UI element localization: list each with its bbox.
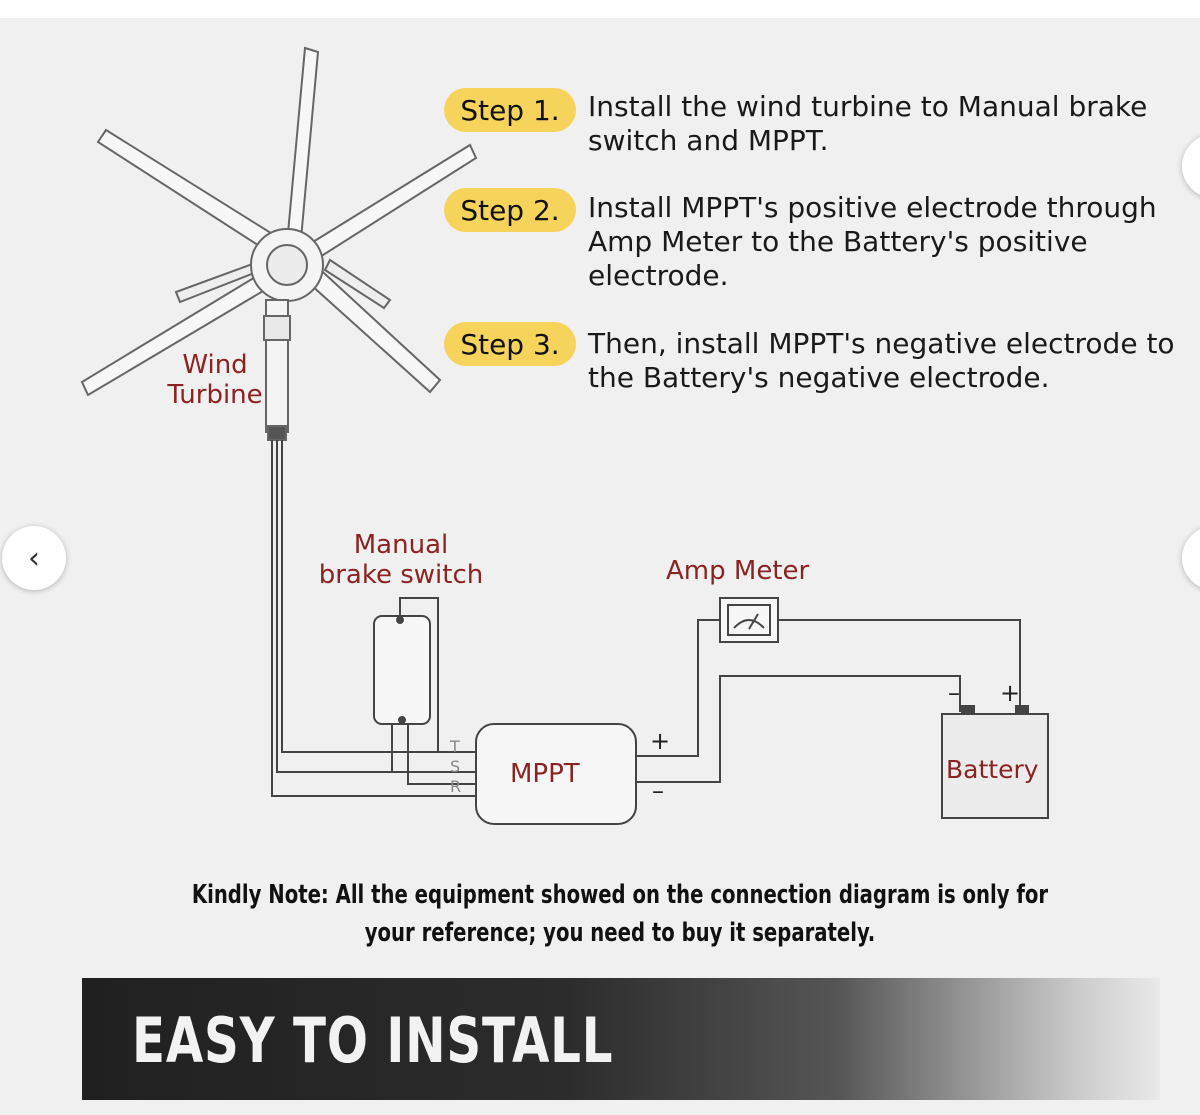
note-line-2: your reference; you need to buy it separ… bbox=[364, 918, 876, 948]
battery-icon bbox=[941, 705, 1049, 819]
battery-plus-label: + bbox=[1000, 679, 1021, 707]
terminal-r-label: R bbox=[450, 777, 462, 796]
chevron-left-icon: ‹ bbox=[28, 540, 40, 576]
terminal-t-label: T bbox=[450, 737, 460, 756]
mppt-label: MPPT bbox=[510, 759, 580, 789]
step-3-text: Then, install MPPT's negative electrode … bbox=[588, 327, 1175, 394]
mppt-minus-label: – bbox=[652, 777, 664, 805]
amp-meter-label: Amp Meter bbox=[666, 556, 810, 586]
battery-minus-label: – bbox=[948, 679, 960, 707]
wire-positive bbox=[636, 619, 1021, 783]
brake-switch-label: Manual brake switch bbox=[306, 530, 496, 590]
brake-switch-icon bbox=[373, 597, 476, 785]
amp-meter-icon bbox=[719, 597, 779, 643]
mppt-box bbox=[475, 723, 637, 825]
wind-turbine-label-line2: Turbine bbox=[167, 380, 263, 410]
wire-turbine bbox=[271, 440, 476, 797]
wind-turbine-label-line1: Wind bbox=[182, 350, 248, 380]
step-2-text: Install MPPT's positive electrode throug… bbox=[588, 191, 1157, 292]
prev-arrow-button[interactable]: ‹ bbox=[2, 526, 66, 590]
step-2-badge: Step 2. bbox=[444, 188, 576, 232]
next-arrow-button[interactable] bbox=[1182, 526, 1200, 590]
note-line-1: Kindly Note: All the equipment showed on… bbox=[191, 880, 1049, 910]
banner-title: EASY TO INSTALL bbox=[132, 1004, 614, 1077]
top-right-button[interactable] bbox=[1182, 134, 1200, 198]
wind-turbine-label: Wind Turbine bbox=[160, 350, 270, 410]
brake-switch-label-line1: Manual bbox=[353, 530, 449, 560]
step-3-badge: Step 3. bbox=[444, 322, 576, 366]
mppt-plus-label: + bbox=[650, 727, 671, 755]
note-text: Kindly Note: All the equipment showed on… bbox=[183, 876, 1057, 952]
terminal-s-label: S bbox=[450, 757, 461, 776]
step-1-text: Install the wind turbine to Manual brake… bbox=[588, 90, 1148, 157]
title-banner bbox=[82, 978, 1160, 1100]
brake-switch-label-line2: brake switch bbox=[318, 560, 484, 590]
step-1-badge: Step 1. bbox=[444, 88, 576, 132]
battery-label: Battery bbox=[946, 755, 1039, 784]
wind-turbine-icon bbox=[80, 46, 478, 441]
